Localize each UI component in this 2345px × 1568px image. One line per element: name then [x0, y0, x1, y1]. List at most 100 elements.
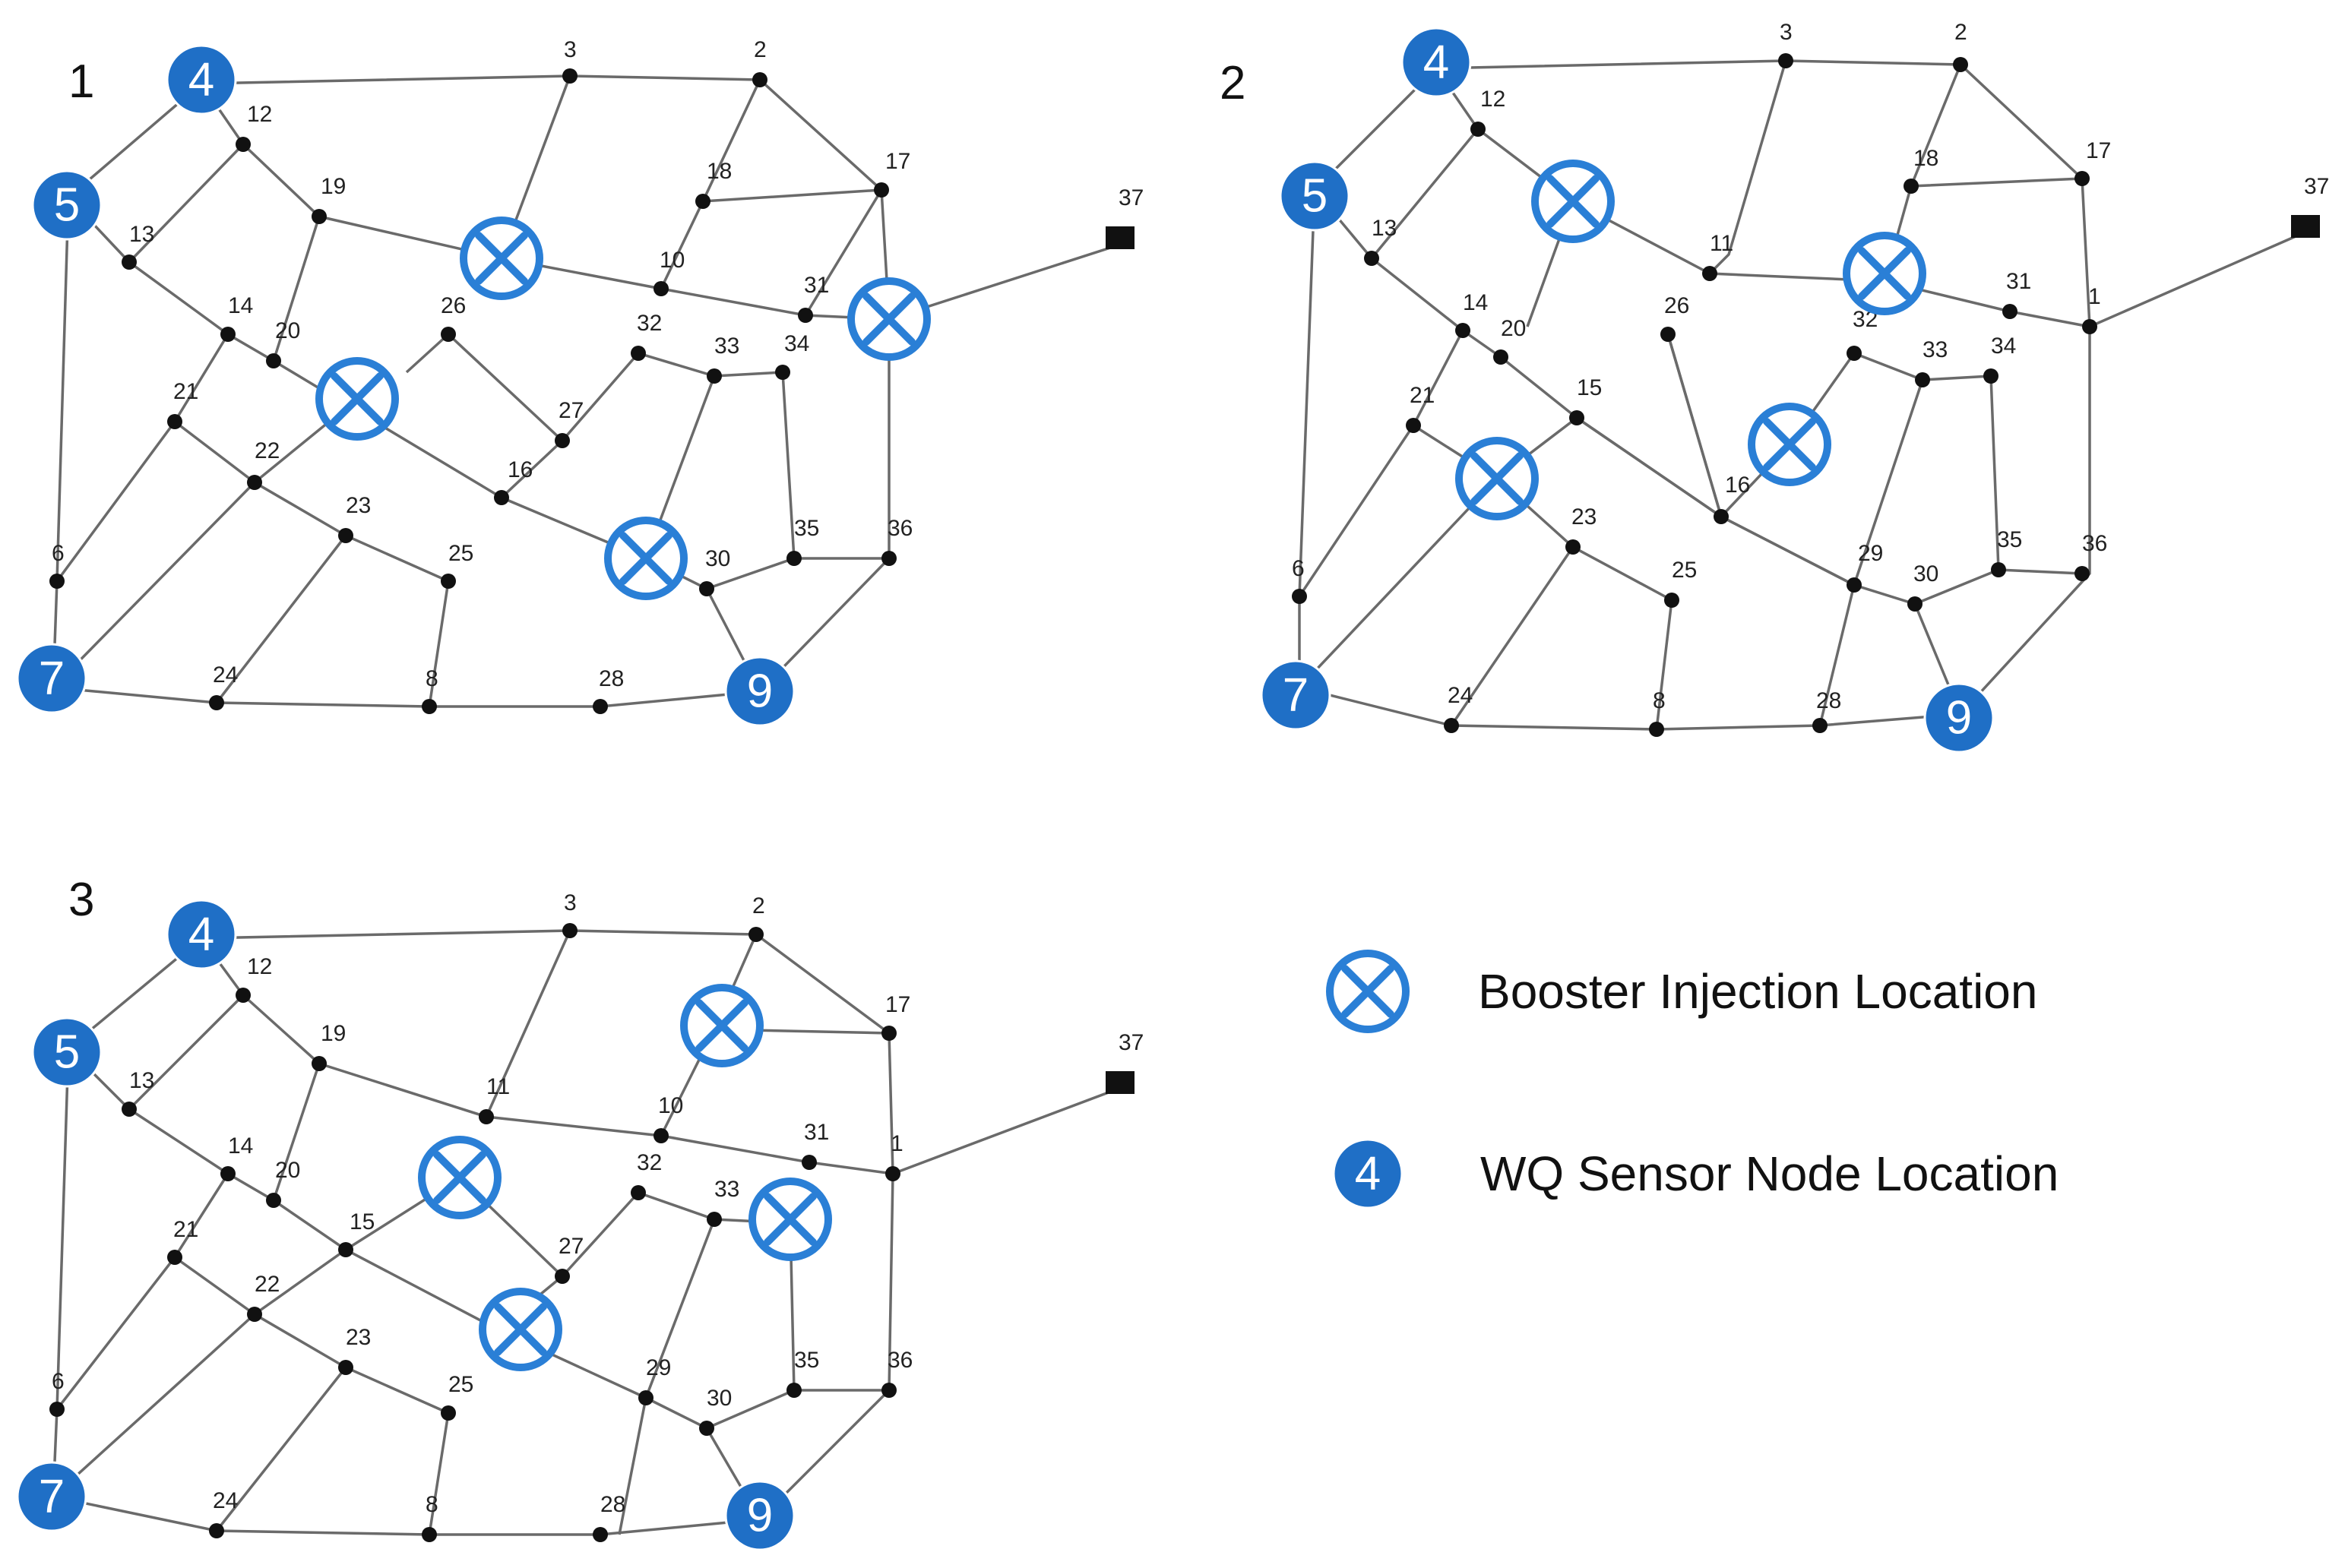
node-label: 2: [754, 37, 767, 62]
node-label: 30: [705, 546, 730, 571]
node-label: 32: [637, 1150, 662, 1175]
node-label: 21: [1410, 383, 1435, 408]
node-label: 13: [129, 222, 154, 247]
node-label: 18: [707, 159, 732, 184]
node-label: 32: [637, 311, 662, 336]
node-label: 27: [559, 1234, 584, 1259]
node-label: 1: [2088, 284, 2101, 309]
booster-icon: [483, 1291, 559, 1367]
node-label: 3: [564, 890, 577, 915]
node-label: 1: [891, 1131, 904, 1156]
sensor-label: 5: [54, 1026, 80, 1079]
node-label: 21: [173, 1217, 198, 1242]
legend: Booster Injection Location 4 WQ Sensor N…: [1330, 953, 2059, 1209]
node-label: 3: [1780, 20, 1793, 45]
node-label: 36: [888, 516, 913, 541]
node-labels: 3 2 12 17 19 13 11 10 31 1 14 20 32 33 1…: [52, 890, 1144, 1517]
sensor-label: 7: [1283, 669, 1309, 722]
node-label: 14: [228, 293, 253, 318]
sensor-markers: 4 5 7 9: [1260, 27, 1995, 754]
node-label: 37: [2304, 174, 2329, 199]
node-label: 28: [1816, 688, 1841, 713]
booster-icon: [464, 220, 540, 296]
node-label: 23: [346, 1325, 371, 1350]
node-label: 20: [275, 1158, 300, 1183]
node-label: 37: [1119, 1030, 1144, 1055]
node-label: 2: [752, 893, 765, 918]
booster-icon: [1459, 441, 1535, 517]
sensor-label: 9: [747, 665, 773, 718]
sensor-label: 4: [188, 54, 214, 106]
booster-icon: [1535, 163, 1611, 239]
sensor-node: [31, 1016, 103, 1088]
booster-icon: [752, 1181, 828, 1257]
node-label: 20: [1501, 316, 1526, 341]
node-label: 24: [213, 662, 238, 688]
sensor-node: [724, 1480, 796, 1551]
sensor-label: 5: [54, 179, 80, 232]
node-label: 16: [508, 457, 533, 482]
node-label: 6: [52, 1369, 65, 1394]
pipe-network: [52, 929, 1125, 1536]
node-label: 30: [1913, 561, 1938, 586]
node-label: 15: [1577, 375, 1602, 400]
node-label: 2: [1954, 20, 1967, 45]
node-label: 33: [714, 1177, 739, 1202]
node-label: 34: [784, 331, 809, 356]
node-label: 30: [707, 1386, 732, 1411]
reservoir-icon: [1106, 1071, 1135, 1094]
node-label: 13: [129, 1068, 154, 1093]
booster-markers: [422, 988, 828, 1367]
pipe-network: [52, 74, 1125, 708]
sensor-node: [724, 656, 796, 727]
booster-icon: [319, 361, 395, 437]
sensor-label: 5: [1302, 170, 1328, 223]
node-label: 13: [1372, 216, 1397, 241]
sensor-label: 4: [188, 909, 214, 961]
node-label: 37: [1119, 185, 1144, 210]
node-label: 12: [1480, 87, 1505, 112]
node-label: 35: [1997, 527, 2022, 552]
booster-markers: [319, 220, 927, 596]
node-label: 36: [888, 1348, 913, 1373]
node-label: 10: [660, 248, 685, 273]
network-panel-1: 3 2 12 18 17 19 13 10 31 14 20 26 32 33 …: [16, 37, 1144, 727]
reservoir-icon: [1106, 226, 1135, 249]
node-label: 29: [646, 1355, 671, 1380]
node-label: 25: [448, 541, 473, 566]
node-label: 17: [885, 992, 910, 1017]
sensor-node: [16, 1461, 87, 1532]
booster-markers: [1459, 163, 1923, 517]
node-label: 34: [1991, 334, 2016, 359]
node-label: 27: [559, 398, 584, 423]
node-labels: 3 2 12 18 17 19 13 10 31 14 20 26 32 33 …: [52, 37, 1144, 691]
node-label: 26: [1664, 293, 1689, 318]
node-label: 33: [714, 334, 739, 359]
node-label: 15: [350, 1209, 375, 1234]
node-label: 23: [1571, 504, 1597, 530]
node-labels: 3 2 12 18 17 13 11 31 1 14 20 26 32 33 3…: [1292, 20, 2329, 713]
sensor-label: 9: [747, 1490, 773, 1542]
node-label: 17: [2086, 138, 2111, 163]
node-label: 33: [1923, 337, 1948, 362]
pipe-network: [1298, 59, 2307, 731]
junction-nodes: [1292, 53, 2097, 737]
node-label: 36: [2082, 531, 2107, 556]
node-label: 22: [255, 1272, 280, 1297]
sensor-label: 4: [1423, 36, 1449, 89]
legend-sensor-label: WQ Sensor Node Location: [1480, 1146, 2059, 1201]
reservoir-icon: [2291, 215, 2320, 238]
node-label: 16: [1725, 473, 1750, 498]
booster-icon: [1330, 953, 1406, 1029]
node-label: 31: [2006, 269, 2031, 294]
sensor-label: 7: [39, 1471, 65, 1523]
sensor-node: [166, 44, 237, 115]
node-label: 8: [426, 1492, 438, 1517]
node-label: 19: [321, 174, 346, 199]
node-label: 18: [1913, 146, 1938, 171]
node-label: 14: [1463, 290, 1488, 315]
booster-icon: [422, 1140, 498, 1216]
node-label: 10: [658, 1093, 683, 1118]
node-label: 14: [228, 1133, 253, 1159]
